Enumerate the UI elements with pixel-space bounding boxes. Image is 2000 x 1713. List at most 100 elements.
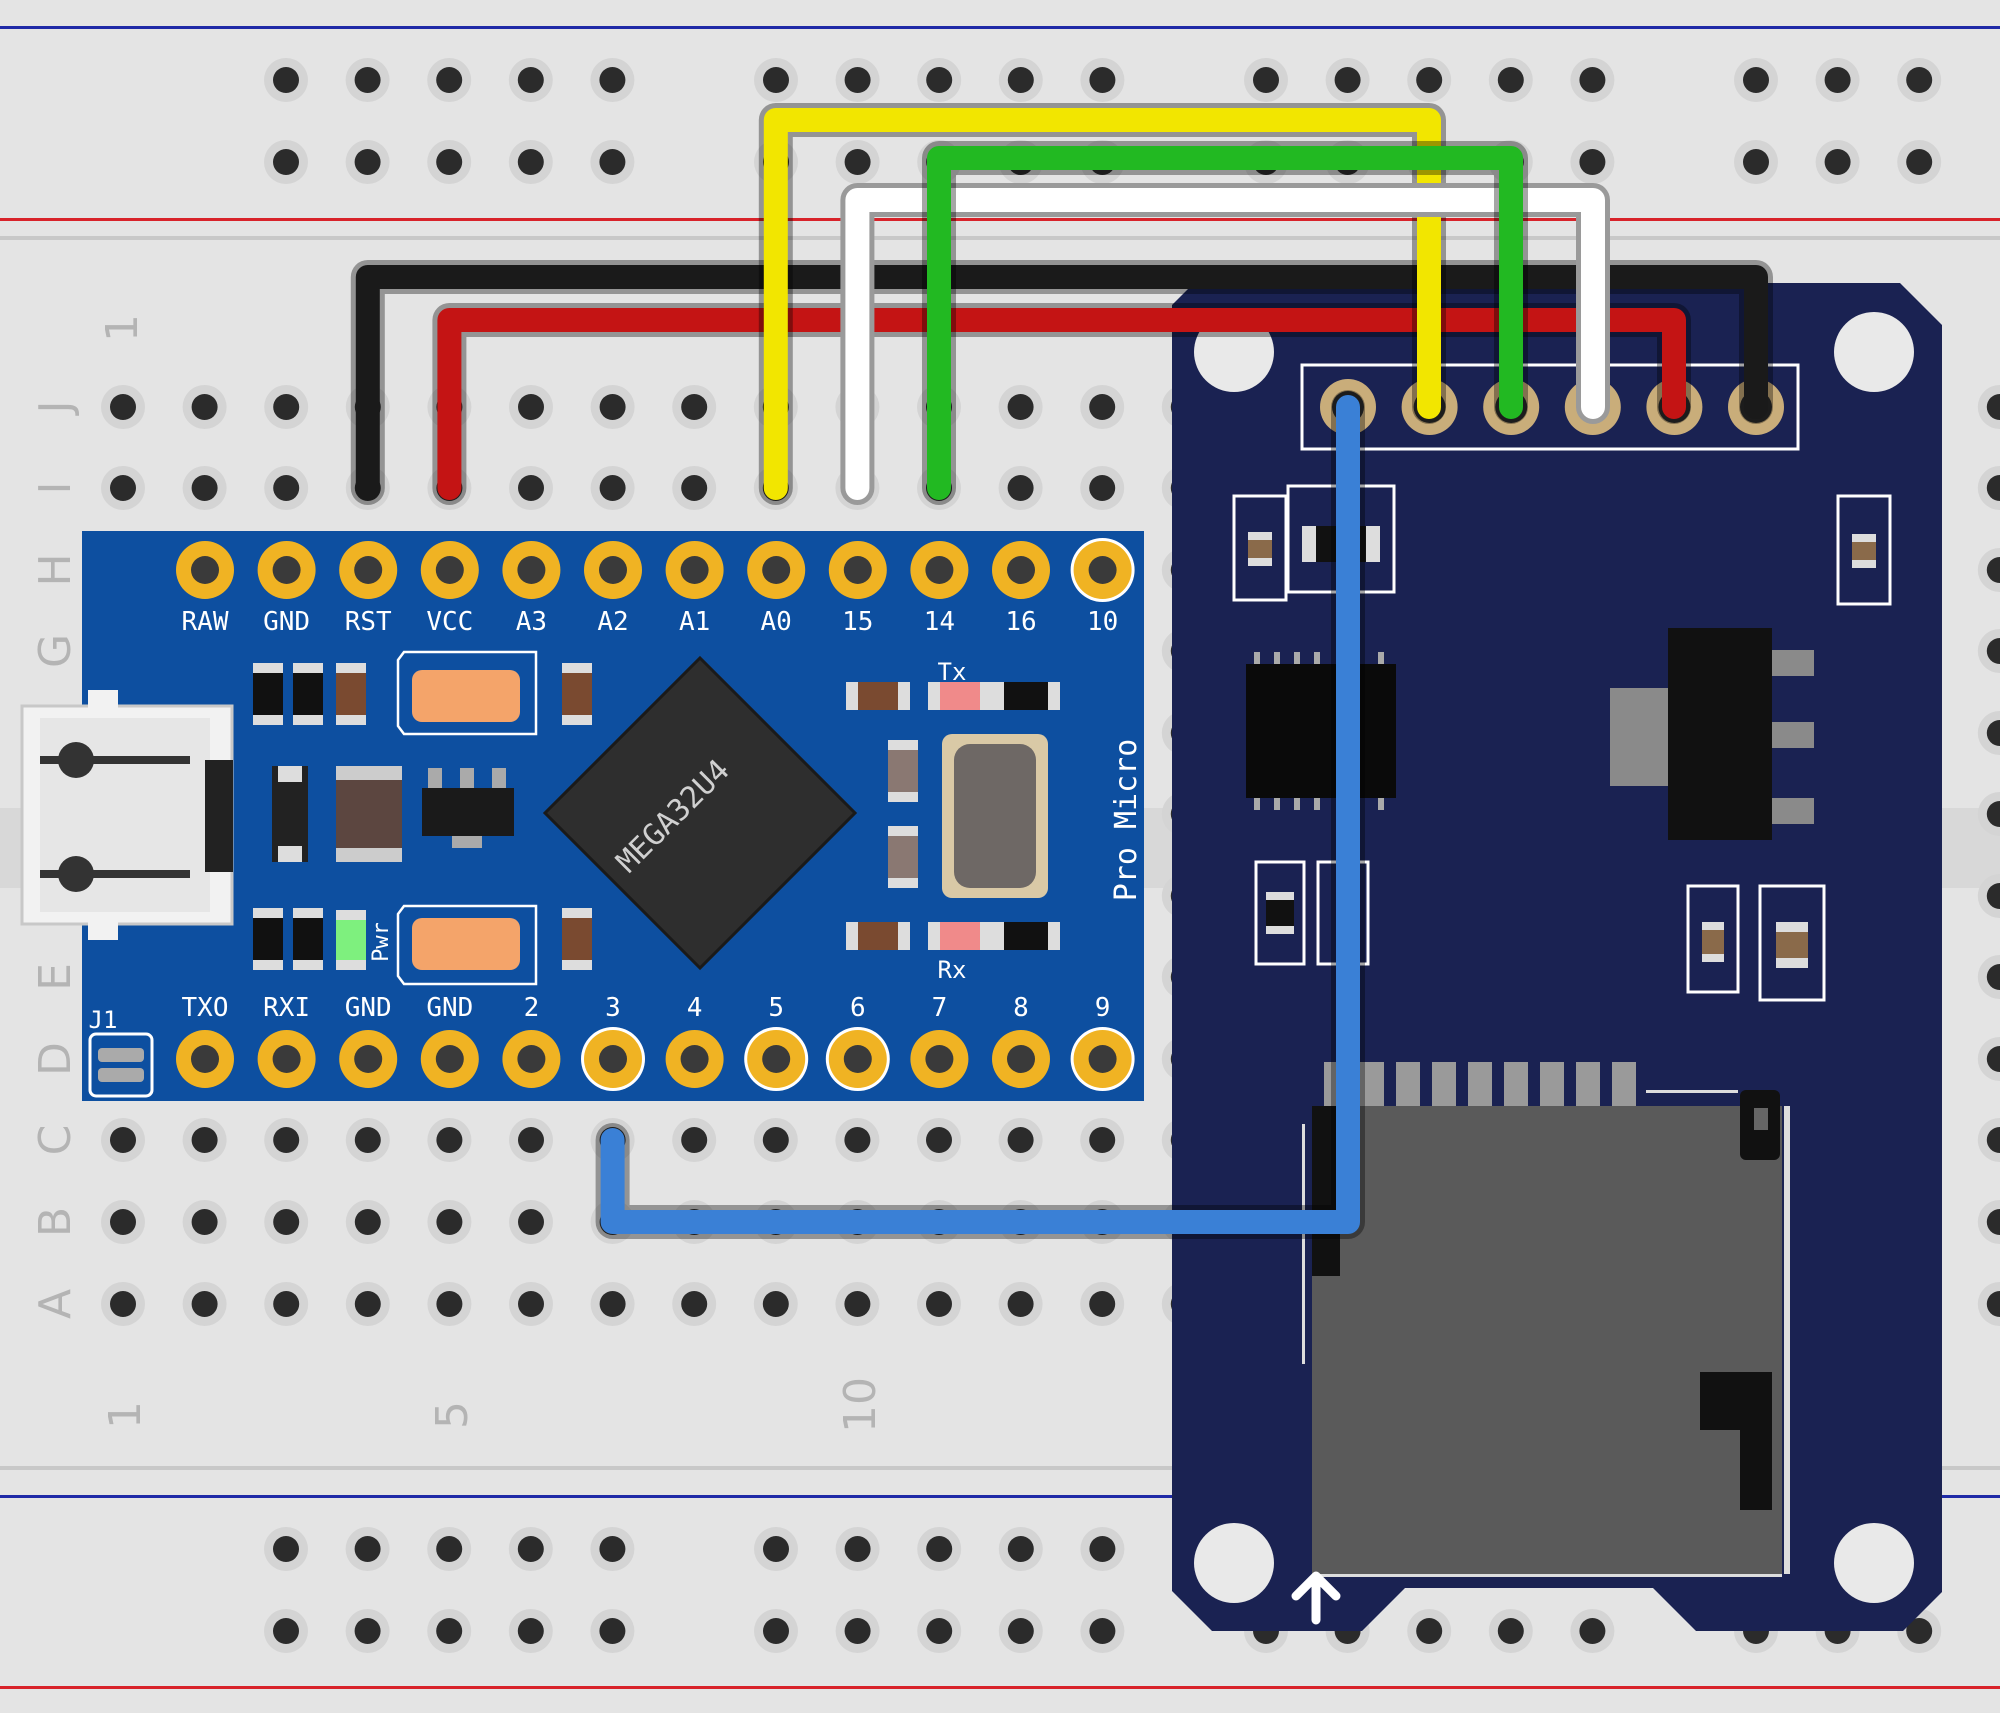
rail-hole[interactable]	[1407, 58, 1452, 102]
breadboard-hole[interactable]	[1977, 548, 2000, 592]
breadboard-hole[interactable]	[835, 1282, 880, 1326]
breadboard-hole[interactable]	[101, 1118, 145, 1162]
breadboard-hole[interactable]	[101, 466, 145, 510]
breadboard-hole[interactable]	[1977, 629, 2000, 673]
rail-hole[interactable]	[264, 1527, 308, 1571]
pin-2[interactable]: 2	[502, 993, 561, 1088]
breadboard-hole[interactable]	[590, 385, 635, 429]
breadboard-hole[interactable]	[1080, 385, 1125, 429]
pin-rst[interactable]: RST	[339, 541, 398, 637]
breadboard-hole[interactable]	[672, 1282, 717, 1326]
rail-hole[interactable]	[427, 140, 472, 184]
breadboard-hole[interactable]	[1977, 955, 2000, 999]
rail-hole[interactable]	[835, 140, 880, 184]
rail-hole[interactable]	[1734, 58, 1778, 102]
breadboard-hole[interactable]	[182, 1200, 227, 1244]
rail-hole[interactable]	[590, 1609, 635, 1653]
rail-hole[interactable]	[508, 1609, 553, 1653]
breadboard-hole[interactable]	[1977, 466, 2000, 510]
breadboard-hole[interactable]	[998, 385, 1043, 429]
rail-hole[interactable]	[835, 1527, 880, 1571]
pin-txo[interactable]: TXO	[176, 993, 234, 1088]
rail-hole[interactable]	[1080, 1527, 1125, 1571]
rail-hole[interactable]	[1488, 1609, 1533, 1653]
breadboard-hole[interactable]	[264, 1200, 309, 1244]
rail-hole[interactable]	[590, 58, 635, 102]
breadboard-hole[interactable]	[264, 385, 309, 429]
breadboard-hole[interactable]	[509, 466, 553, 510]
breadboard-hole[interactable]	[1977, 792, 2000, 836]
breadboard-hole[interactable]	[1080, 1118, 1125, 1162]
rail-hole[interactable]	[754, 1609, 798, 1653]
rail-hole[interactable]	[1815, 140, 1860, 184]
rail-hole[interactable]	[1815, 58, 1860, 102]
rail-hole[interactable]	[754, 1527, 798, 1571]
breadboard-hole[interactable]	[590, 1282, 635, 1326]
wire-yellow[interactable]	[758, 103, 1446, 505]
rail-hole[interactable]	[427, 1527, 472, 1571]
breadboard-hole[interactable]	[835, 1118, 880, 1162]
pin-gnd[interactable]: GND	[420, 993, 479, 1088]
rail-hole[interactable]	[1325, 58, 1370, 102]
breadboard-hole[interactable]	[264, 1282, 309, 1326]
pin-10[interactable]: 10	[1070, 538, 1135, 637]
rail-hole[interactable]	[427, 58, 472, 102]
pin-9[interactable]: 9	[1070, 993, 1135, 1091]
rail-hole[interactable]	[1080, 1609, 1125, 1653]
rail-hole[interactable]	[264, 140, 308, 184]
rail-hole[interactable]	[427, 1609, 472, 1653]
rail-hole[interactable]	[345, 1609, 390, 1653]
rail-hole[interactable]	[835, 58, 880, 102]
breadboard-hole[interactable]	[509, 1118, 553, 1162]
pin-6[interactable]: 6	[825, 993, 890, 1091]
breadboard-hole[interactable]	[101, 1200, 145, 1244]
rail-hole[interactable]	[1244, 58, 1288, 102]
rail-hole[interactable]	[917, 1527, 962, 1571]
breadboard-hole[interactable]	[345, 1118, 390, 1162]
rail-hole[interactable]	[1570, 1609, 1615, 1653]
rail-hole[interactable]	[590, 140, 635, 184]
pin-vcc[interactable]: VCC	[420, 541, 479, 637]
breadboard-hole[interactable]	[753, 1118, 798, 1162]
rail-hole[interactable]	[264, 58, 308, 102]
pin-15[interactable]: 15	[828, 541, 887, 637]
breadboard-hole[interactable]	[427, 1282, 472, 1326]
rail-hole[interactable]	[264, 1609, 308, 1653]
breadboard-hole[interactable]	[427, 1200, 472, 1244]
breadboard-hole[interactable]	[753, 1282, 798, 1326]
breadboard-hole[interactable]	[998, 1282, 1043, 1326]
pin-gnd[interactable]: GND	[339, 993, 398, 1088]
breadboard-hole[interactable]	[101, 385, 145, 429]
rail-hole[interactable]	[998, 1609, 1043, 1653]
rail-hole[interactable]	[1407, 1609, 1452, 1653]
breadboard-hole[interactable]	[672, 466, 717, 510]
pin-16[interactable]: 16	[992, 541, 1050, 637]
rail-hole[interactable]	[1080, 58, 1125, 102]
breadboard-hole[interactable]	[1080, 466, 1125, 510]
breadboard-hole[interactable]	[917, 1282, 961, 1326]
wire-green[interactable]	[922, 141, 1528, 505]
pin-raw[interactable]: RAW	[176, 541, 234, 637]
rail-hole[interactable]	[1897, 58, 1942, 102]
pin-a2[interactable]: A2	[584, 541, 642, 637]
breadboard-hole[interactable]	[917, 1118, 961, 1162]
wire-black[interactable]	[350, 260, 1773, 505]
rail-hole[interactable]	[917, 58, 962, 102]
breadboard-hole[interactable]	[101, 1282, 145, 1326]
pin-5[interactable]: 5	[744, 993, 809, 1091]
breadboard-hole[interactable]	[509, 385, 553, 429]
rail-hole[interactable]	[754, 58, 798, 102]
wire-blue[interactable]	[595, 390, 1365, 1239]
pin-gnd[interactable]: GND	[257, 541, 316, 637]
breadboard-hole[interactable]	[1977, 1200, 2000, 1244]
breadboard-hole[interactable]	[998, 466, 1043, 510]
pin-a1[interactable]: A1	[665, 541, 724, 637]
rail-hole[interactable]	[1734, 140, 1778, 184]
pin-7[interactable]: 7	[910, 993, 969, 1088]
rail-hole[interactable]	[835, 1609, 880, 1653]
breadboard-hole[interactable]	[182, 1282, 227, 1326]
breadboard-hole[interactable]	[998, 1118, 1043, 1162]
rail-hole[interactable]	[345, 58, 390, 102]
wire-white[interactable]	[840, 183, 1610, 505]
pin-4[interactable]: 4	[665, 993, 724, 1088]
